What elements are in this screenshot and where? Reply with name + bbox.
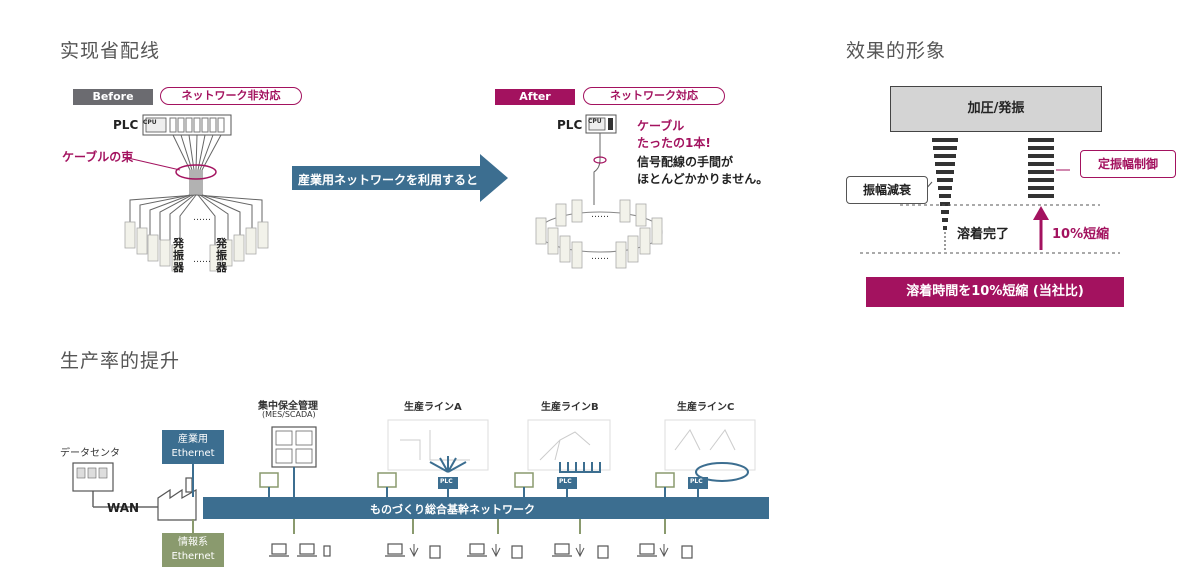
before-plc-modules <box>169 117 225 133</box>
cable-bundle-pointer <box>127 157 181 171</box>
transition-arrow-text: 産業用ネットワークを利用すると <box>298 173 479 187</box>
wiring-section-title: 实现省配线 <box>60 40 161 62</box>
press-oscillation-box: 加圧/発振 <box>890 86 1102 132</box>
line-c-plc <box>688 477 708 489</box>
line-a-label: 生産ラインA <box>404 402 462 413</box>
backbone-bar <box>203 497 769 519</box>
before-dots-top: …… <box>193 213 211 223</box>
line-c-label: 生産ラインC <box>677 402 735 413</box>
shorten-arrow-head <box>1033 206 1049 220</box>
ten-percent-shorten-label: 10%短縮 <box>1052 227 1110 242</box>
before-oscillators <box>124 221 269 272</box>
line-c-plc-label: PLC <box>690 478 703 485</box>
after-note-wiring: 信号配線の手間が <box>637 155 734 169</box>
mes-scada-label: (MES/SCADA) <box>262 410 316 419</box>
line-b-plc-label: PLC <box>559 478 572 485</box>
before-oscillator-right-label: 発振器 <box>216 237 227 274</box>
factory-icon <box>157 477 197 521</box>
before-network-pill: ネットワーク非対応 <box>160 87 302 105</box>
amplitude-decay-stripes <box>932 138 958 230</box>
line-a-plc-tree <box>429 456 467 497</box>
industrial-ethernet-line2: Ethernet <box>171 448 215 459</box>
line-a-machine <box>400 430 470 461</box>
hmi-links <box>268 487 666 497</box>
after-dots-bottom: …… <box>591 252 609 262</box>
amplitude-decay-label: 振幅減衰 <box>846 176 928 204</box>
industrial-ethernet-line1: 産業用 <box>178 434 208 445</box>
line-c-robots <box>674 429 736 451</box>
backbone-label: ものづくり総合基幹ネットワーク <box>370 503 535 516</box>
line-b-robot <box>539 431 591 461</box>
line-a-equipment <box>387 419 489 471</box>
after-note-cable: ケーブル <box>637 119 685 133</box>
before-cpu-label: CPU <box>143 119 157 126</box>
constant-amplitude-label: 定振幅制御 <box>1080 150 1176 178</box>
welding-complete-label: 溶着完了 <box>957 227 1010 242</box>
before-plc-label: PLC <box>113 118 139 132</box>
wireless-icons <box>409 544 669 558</box>
info-ethernet-line2: Ethernet <box>171 551 215 562</box>
before-oscillator-left-label: 発振器 <box>173 237 184 274</box>
productivity-section-title: 生产率的提升 <box>60 350 181 372</box>
line-a-plc-label: PLC <box>440 478 453 485</box>
before-plc-cpu <box>145 117 167 133</box>
after-cpu-label: CPU <box>588 118 602 125</box>
before-cable-bundle <box>129 134 263 250</box>
before-dots-bottom: …… <box>193 255 211 265</box>
after-plc-label: PLC <box>557 118 583 132</box>
industrial-ethernet-badge: 産業用 Ethernet <box>162 430 224 464</box>
constant-amplitude-stripes <box>1028 138 1054 198</box>
line-b-label: 生産ラインB <box>541 402 599 413</box>
cable-bundle-ring <box>175 164 217 180</box>
info-ethernet-line1: 情報系 <box>178 537 208 548</box>
info-ethernet-badge: 情報系 Ethernet <box>162 533 224 567</box>
central-maintenance-label: 集中保全管理 <box>258 401 318 412</box>
hmi-icons <box>259 472 675 488</box>
cable-bundle-label: ケーブルの束 <box>62 150 134 164</box>
line-c-equipment <box>664 419 756 471</box>
line-a-plc <box>438 477 458 489</box>
after-oscillators <box>535 199 663 269</box>
after-note-one-cable: たったの1本! <box>637 136 711 150</box>
after-cable-marker <box>593 156 607 164</box>
after-note-effort: ほとんどかかりません。 <box>637 172 769 186</box>
office-devices <box>269 543 693 559</box>
line-b-plc <box>557 477 577 489</box>
data-center-label: データセンタ <box>60 448 120 459</box>
after-network-pill: ネットワーク対応 <box>583 87 725 105</box>
welding-time-banner: 溶着時間を10%短縮 (当社比) <box>866 277 1124 307</box>
after-plc-port <box>608 118 613 130</box>
before-tag: Before <box>73 89 153 105</box>
wan-label: WAN <box>107 501 140 515</box>
info-drops <box>293 519 666 534</box>
after-plc-cpu <box>588 117 606 131</box>
after-single-cable <box>593 133 601 205</box>
effect-section-title: 效果的形象 <box>846 40 947 62</box>
after-tag: After <box>495 89 575 105</box>
after-dots-top: …… <box>591 210 609 220</box>
line-c-plc-ring <box>695 462 749 482</box>
